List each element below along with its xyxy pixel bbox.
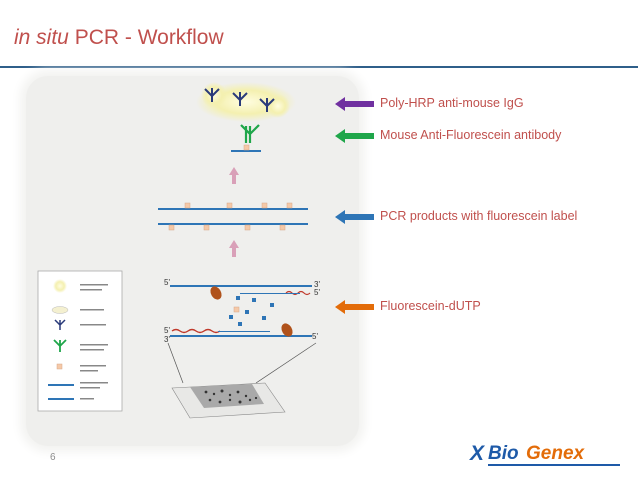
mark-top-right-5: 5'	[314, 288, 320, 297]
logo-bio: Bio	[488, 443, 519, 464]
legend-box	[37, 270, 123, 412]
template-strand-bottom	[170, 328, 312, 337]
pcr-product-strands	[158, 202, 308, 231]
anti-mouse-igg-icon	[204, 88, 275, 112]
mark-top-left-5: 5'	[164, 278, 170, 287]
mark-bottom-left-3: 3'	[164, 335, 170, 344]
fluorescein-dutp-mark	[233, 306, 240, 313]
title-italic: in situ	[14, 26, 69, 49]
up-arrow-top	[229, 167, 239, 184]
arrow-anti-fluorescein	[335, 129, 374, 143]
zoom-lines	[167, 342, 317, 384]
title-divider	[0, 66, 638, 68]
slide-number: 6	[50, 452, 56, 463]
arrow-pcr-products	[335, 210, 374, 224]
logo-genex: Genex	[526, 443, 585, 464]
arrow-poly-hrp	[335, 97, 374, 111]
labeled-strand-fragment	[231, 150, 261, 152]
template-strand-top	[170, 285, 312, 296]
label-anti-fluorescein: Mouse Anti-Fluorescein antibody	[380, 128, 562, 142]
biogenex-logo: X Bio Genex	[470, 442, 622, 466]
label-poly-hrp: Poly-HRP anti-mouse IgG	[380, 96, 524, 110]
title-rest: PCR - Workflow	[68, 26, 224, 49]
logo-underline	[488, 464, 620, 466]
anti-fluorescein-antibody-icon	[240, 124, 260, 143]
dntp-squares	[229, 296, 274, 326]
arrow-fluorescein-dutp	[335, 300, 374, 314]
polymerase-icon	[210, 286, 293, 337]
up-arrow-bottom	[229, 240, 239, 257]
tissue-slide-icon	[171, 382, 286, 419]
mark-bottom-right-5: 5'	[312, 332, 318, 341]
label-fluorescein-dutp: Fluorescein-dUTP	[380, 299, 481, 313]
logo-x-mark: X	[470, 442, 485, 465]
fluorescein-tag	[243, 144, 250, 151]
mark-top-right-3: 3'	[314, 280, 320, 289]
slide-title: in situ PCR - Workflow	[14, 26, 224, 50]
mark-bottom-left-5: 5'	[164, 326, 170, 335]
label-pcr-products: PCR products with fluorescein label	[380, 209, 578, 223]
